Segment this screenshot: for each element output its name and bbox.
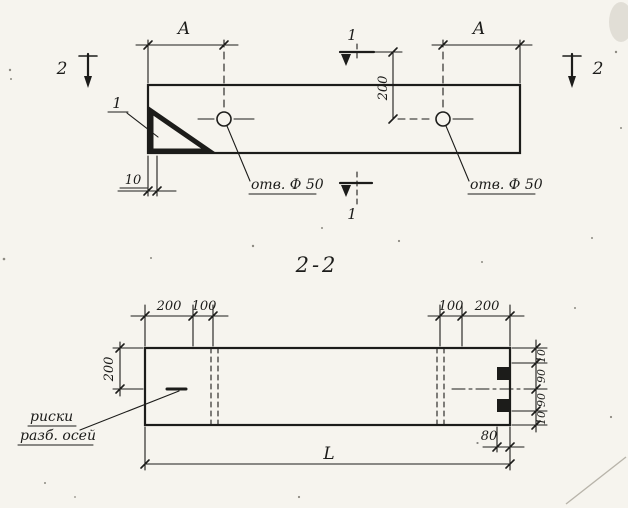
dim-length-label: L [322, 444, 334, 464]
dim-right-10-top-label: 10 [535, 349, 548, 363]
dim-a-left: A [135, 19, 239, 112]
dim-a-right: A [431, 19, 533, 112]
dim-top-right: 100 200 [427, 299, 525, 347]
dim-10: 10 [117, 155, 177, 197]
top-view: A A 1 200 2 [56, 19, 604, 223]
section-arrow-icon [341, 54, 351, 66]
section-view: 2-2 200 100 [17, 253, 548, 471]
section-mark-1-top-label: 1 [347, 26, 357, 44]
dim-length-L: L [140, 426, 515, 471]
section-mark-2-right: 2 [562, 52, 604, 88]
right-notches [451, 367, 535, 412]
dim-right-10-bottom-label: 10 [535, 411, 548, 425]
axis-dashed-lines [210, 347, 445, 426]
axes-note-line2: разб. осей [20, 428, 96, 444]
dim-right-90-bottom-label: 90 [535, 393, 548, 407]
axes-note: риски разб. осей [17, 387, 188, 446]
dim-top-right-100-label: 100 [439, 299, 464, 314]
section-outline [143, 346, 512, 427]
section-arrow-icon [84, 76, 92, 88]
corner-triangle [148, 106, 218, 154]
dim-top-left-100-label: 100 [192, 299, 217, 314]
hole-left-circle [216, 111, 232, 127]
dim-top-left-200-label: 200 [156, 299, 182, 314]
section-mark-1-top: 1 [338, 26, 376, 66]
axes-note-line1: риски [30, 409, 73, 425]
dim-10-label: 10 [125, 173, 142, 188]
section-mark-1-bottom: 1 [338, 171, 374, 223]
dim-200-label: 200 [376, 76, 391, 102]
dim-80: 80 [476, 426, 525, 457]
detail-callout-1: 1 [107, 94, 159, 138]
hole-left-label: отв. Ф 50 [251, 177, 324, 193]
dim-a-right-label: A [471, 19, 485, 39]
section-mark-2-left: 2 [56, 52, 98, 88]
dim-a-left-label: A [176, 19, 190, 39]
hole-right: отв. Ф 50 [397, 111, 543, 195]
detail-callout-label: 1 [112, 94, 122, 112]
section-arrow-icon [341, 185, 351, 197]
beam-outline [146, 83, 522, 155]
hole-right-circle [435, 111, 451, 127]
dim-80-label: 80 [481, 429, 498, 444]
dim-right-stack: 10 90 90 10 [511, 339, 548, 433]
hole-left: отв. Ф 50 [197, 111, 324, 195]
section-mark-2-left-label: 2 [56, 59, 68, 79]
dim-left-200: 200 [102, 341, 144, 397]
section-title: 2-2 [295, 253, 339, 277]
dim-right-90-top-label: 90 [535, 369, 548, 383]
section-arrow-icon [568, 76, 576, 88]
dim-200-vertical: 200 [373, 47, 403, 124]
notch-top [497, 367, 510, 380]
section-mark-2-right-label: 2 [592, 59, 604, 79]
notch-bottom [497, 399, 510, 412]
dim-left-200-label: 200 [102, 357, 117, 383]
hole-right-label: отв. Ф 50 [470, 177, 543, 193]
dim-top-right-200-label: 200 [474, 299, 500, 314]
section-mark-1-bottom-label: 1 [347, 205, 357, 223]
dim-top-left: 200 100 [130, 299, 229, 347]
